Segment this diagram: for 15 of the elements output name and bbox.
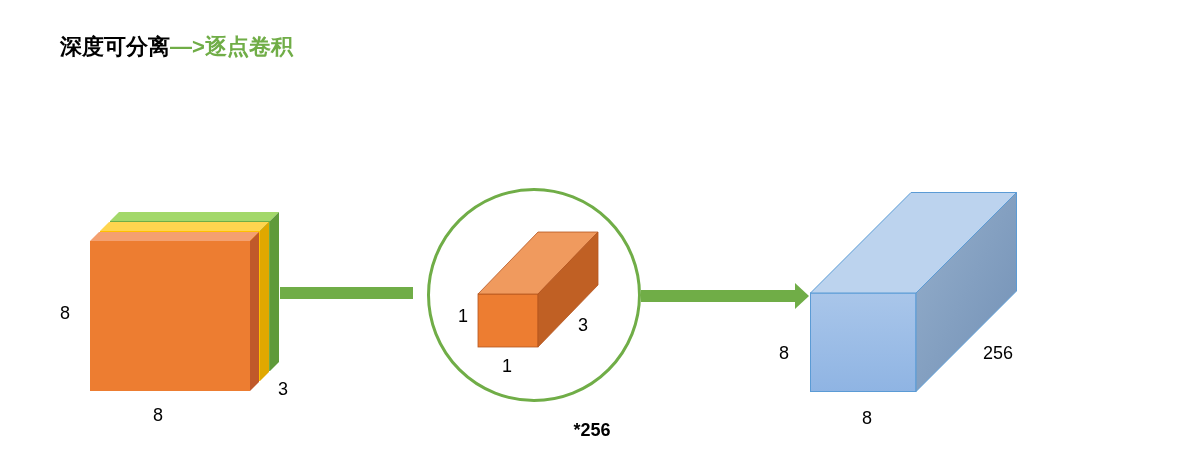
cuboid-drawing xyxy=(810,192,1017,392)
dimension-label: 3 xyxy=(278,377,288,401)
dimension-label: 8 xyxy=(779,341,789,365)
dimension-label: 1 xyxy=(502,354,512,378)
dimension-label: 8 xyxy=(60,301,70,325)
subtitle: —>逐点卷积 xyxy=(170,33,293,61)
block-arrow xyxy=(641,283,809,309)
dimension-label: 3 xyxy=(578,313,588,337)
title: 深度可分离 xyxy=(60,33,170,61)
layer-stack-drawing xyxy=(90,212,280,392)
dimension-label: 1 xyxy=(458,304,468,328)
dimension-label: 8 xyxy=(153,403,163,427)
multiplier-label: *256 xyxy=(573,418,611,442)
dimension-label: 256 xyxy=(983,341,1013,365)
dimension-label: 8 xyxy=(862,406,872,430)
